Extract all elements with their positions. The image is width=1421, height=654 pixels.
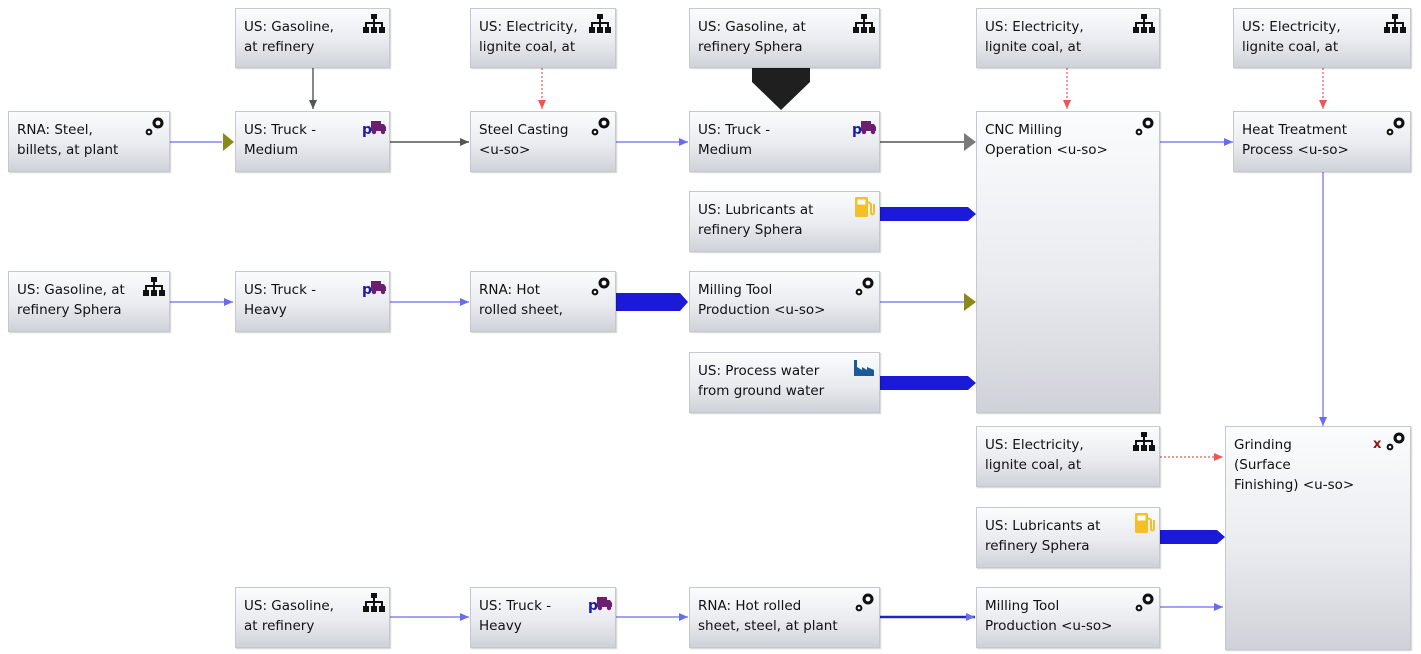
- node-label: US: Electricity, lignite coal, at: [1242, 19, 1341, 55]
- thick-fuel-arrow: [752, 68, 810, 110]
- node-label: US: Electricity, lignite coal, at: [985, 437, 1084, 473]
- svg-text:p: p: [852, 122, 862, 138]
- truck-icon: p: [362, 275, 386, 299]
- thick-lubricant-arrow-1: [880, 207, 976, 221]
- hierarchy-icon: [362, 591, 386, 615]
- milling-tool-2[interactable]: Milling Tool Production <u-so>: [976, 587, 1160, 648]
- node-label: Steel Casting <u-so>: [479, 122, 569, 158]
- us-truck-medium-1[interactable]: US: Truck - Medium p: [235, 111, 390, 172]
- gear-icon: [588, 115, 612, 139]
- svg-text:x: x: [1373, 437, 1382, 452]
- hierarchy-icon: [362, 12, 386, 36]
- hierarchy-icon: [588, 12, 612, 36]
- us-electricity-lignite-1[interactable]: US: Electricity, lignite coal, at: [470, 8, 616, 68]
- truck-icon: p: [852, 115, 876, 139]
- heat-treatment[interactable]: Heat Treatment Process <u-so>: [1233, 111, 1411, 172]
- thick-lubricant-arrow-2: [1160, 530, 1225, 544]
- hierarchy-icon: [1132, 12, 1156, 36]
- gray-arrowhead: [964, 133, 976, 151]
- node-label: CNC Milling Operation <u-so>: [985, 122, 1108, 158]
- grinding[interactable]: Grinding (Surface Finishing) <u-so> x: [1225, 426, 1411, 650]
- us-gasoline-refinery-bottom[interactable]: US: Gasoline, at refinery: [235, 587, 390, 648]
- us-truck-heavy-2[interactable]: US: Truck - Heavy p: [470, 587, 616, 648]
- node-label: US: Gasoline, at refinery: [244, 19, 334, 55]
- us-gasoline-sphera-mid[interactable]: US: Gasoline, at refinery Sphera: [8, 271, 170, 332]
- rna-steel-billets[interactable]: RNA: Steel, billets, at plant: [8, 111, 170, 172]
- hierarchy-icon: [1383, 12, 1407, 36]
- milling-tool-1[interactable]: Milling Tool Production <u-so>: [689, 271, 880, 332]
- gear-icon: [852, 275, 876, 299]
- thick-water-arrow: [880, 376, 976, 390]
- us-process-water[interactable]: US: Process water from ground water: [689, 352, 880, 413]
- node-label: US: Electricity, lignite coal, at: [985, 19, 1084, 55]
- gear-icon: [588, 275, 612, 299]
- thick-hot-rolled-arrow: [616, 293, 688, 311]
- us-lubricants-1[interactable]: US: Lubricants at refinery Sphera: [689, 191, 880, 252]
- node-label: US: Gasoline, at refinery Sphera: [698, 19, 806, 55]
- factory-icon: [852, 356, 876, 380]
- gear-icon: [852, 591, 876, 615]
- truck-icon: p: [362, 115, 386, 139]
- node-label: RNA: Hot rolled sheet, steel, at plant: [698, 598, 838, 634]
- node-label: US: Lubricants at refinery Sphera: [985, 518, 1101, 554]
- hierarchy-icon: [1132, 430, 1156, 454]
- us-gasoline-sphera-top[interactable]: US: Gasoline, at refinery Sphera: [689, 8, 880, 68]
- node-label: US: Truck - Heavy: [244, 282, 317, 318]
- fuel-pump-icon: [1132, 511, 1156, 535]
- rna-hot-rolled-2[interactable]: RNA: Hot rolled sheet, steel, at plant: [689, 587, 880, 648]
- us-truck-medium-2[interactable]: US: Truck - Medium p: [689, 111, 880, 172]
- node-label: US: Truck - Medium: [698, 122, 771, 158]
- rna-hot-rolled-1[interactable]: RNA: Hot rolled sheet,: [470, 271, 616, 332]
- gear-icon: [1132, 115, 1156, 139]
- olive-arrowhead: [223, 133, 234, 151]
- gear-icon: [1132, 591, 1156, 615]
- hierarchy-icon: [852, 12, 876, 36]
- node-label: US: Gasoline, at refinery: [244, 598, 334, 634]
- hierarchy-icon: [142, 275, 166, 299]
- node-label: US: Truck - Medium: [244, 122, 317, 158]
- node-label: Milling Tool Production <u-so>: [985, 598, 1113, 634]
- truck-icon: p: [588, 591, 612, 615]
- node-label: Heat Treatment Process <u-so>: [1242, 122, 1349, 158]
- steel-casting[interactable]: Steel Casting <u-so>: [470, 111, 616, 172]
- node-label: Grinding (Surface Finishing) <u-so>: [1234, 437, 1355, 493]
- node-label: Milling Tool Production <u-so>: [698, 282, 826, 318]
- node-label: US: Process water from ground water: [698, 363, 825, 399]
- node-label: US: Electricity, lignite coal, at: [479, 19, 578, 55]
- us-electricity-lignite-2[interactable]: US: Electricity, lignite coal, at: [976, 8, 1160, 68]
- gear-icon: [142, 115, 166, 139]
- us-gasoline-refinery-top[interactable]: US: Gasoline, at refinery: [235, 8, 390, 68]
- gear-icon: [1383, 115, 1407, 139]
- svg-text:p: p: [362, 282, 372, 298]
- node-label: RNA: Hot rolled sheet,: [479, 282, 563, 318]
- us-electricity-lignite-4[interactable]: US: Electricity, lignite coal, at: [976, 426, 1160, 487]
- us-lubricants-2[interactable]: US: Lubricants at refinery Sphera: [976, 507, 1160, 568]
- node-label: US: Gasoline, at refinery Sphera: [17, 282, 125, 318]
- node-label: RNA: Steel, billets, at plant: [17, 122, 119, 158]
- gear-x-icon: x: [1373, 430, 1407, 454]
- svg-text:p: p: [362, 122, 372, 138]
- fuel-pump-icon: [852, 195, 876, 219]
- us-truck-heavy-1[interactable]: US: Truck - Heavy p: [235, 271, 390, 332]
- node-label: US: Truck - Heavy: [479, 598, 552, 634]
- us-electricity-lignite-3[interactable]: US: Electricity, lignite coal, at: [1233, 8, 1411, 68]
- node-label: US: Lubricants at refinery Sphera: [698, 202, 814, 238]
- olive-arrowhead-2: [964, 293, 976, 311]
- svg-text:p: p: [588, 598, 598, 614]
- cnc-milling[interactable]: CNC Milling Operation <u-so>: [976, 111, 1160, 413]
